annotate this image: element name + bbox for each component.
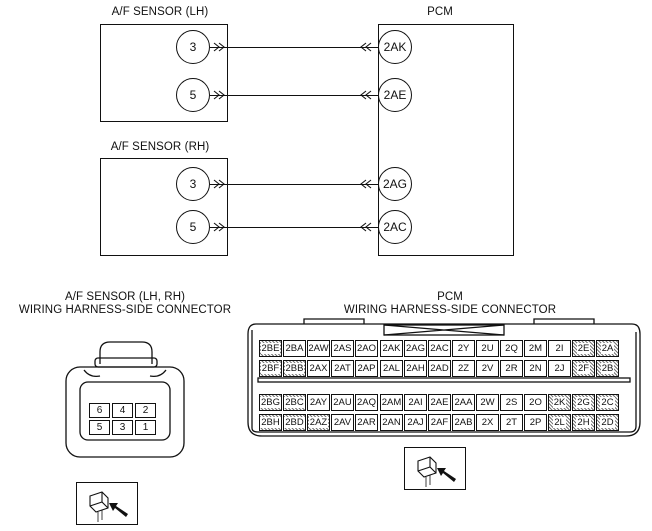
- pcm-pin-2y: 2Y: [452, 340, 475, 357]
- pcm-pin-2aw: 2AW: [307, 340, 330, 357]
- pcm-pin-2ae: 2AE: [428, 394, 451, 411]
- pcm-pin-2af: 2AF: [428, 414, 451, 431]
- wire-connector-marks: [213, 42, 372, 232]
- wire-rh3-2ag: [210, 184, 378, 185]
- rh-pin-3: 3: [176, 167, 210, 201]
- pcm-pin-2j: 2J: [548, 360, 571, 377]
- pcm-connector-title-1: PCM: [437, 291, 463, 303]
- pcm-pin-2az: 2AZ: [307, 414, 330, 431]
- pcm-pin-2ac: 2AC: [378, 210, 412, 244]
- pcm-pin-2ad: 2AD: [428, 360, 451, 377]
- pcm-pin-2bb: 2BB: [283, 360, 306, 377]
- pcm-pin-2ah: 2AH: [404, 360, 427, 377]
- pcm-pin-2aj: 2AJ: [404, 414, 427, 431]
- pcm-pin-2bf: 2BF: [259, 360, 282, 377]
- pcm-pin-2c: 2C: [596, 394, 619, 411]
- pcm-connector-body: [247, 318, 641, 437]
- wire-rh5-2ac: [210, 227, 378, 228]
- pcm-pin-2i: 2I: [548, 340, 571, 357]
- pcm-pin-2al: 2AL: [380, 360, 403, 377]
- pcm-pin-2ae: 2AE: [378, 78, 412, 112]
- pcm-pin-2as: 2AS: [331, 340, 354, 357]
- pcm-pin-2r: 2R: [500, 360, 523, 377]
- pcm-pin-2aa: 2AA: [452, 394, 475, 411]
- pcm-pin-2ag: 2AG: [378, 167, 412, 201]
- pcm-pin-2ak: 2AK: [380, 340, 403, 357]
- pcm-pin-2x: 2X: [476, 414, 499, 431]
- pcm-pin-2ac: 2AC: [428, 340, 451, 357]
- sensor-pin-6: 6: [89, 403, 110, 418]
- pcm-pin-2ax: 2AX: [307, 360, 330, 377]
- pcm-pin-2m: 2M: [524, 340, 547, 357]
- pcm-connector-title-2: WIRING HARNESS-SIDE CONNECTOR: [343, 304, 557, 316]
- pcm-pin-2ap: 2AP: [355, 360, 378, 377]
- pcm-pin-2an: 2AN: [380, 414, 403, 431]
- pcm-pin-2w: 2W: [476, 394, 499, 411]
- rh-sensor-title: A/F SENSOR (RH): [110, 141, 210, 153]
- pcm-pin-2be: 2BE: [259, 340, 282, 357]
- sensor-pin-5: 5: [89, 420, 110, 435]
- pcm-title: PCM: [427, 6, 453, 18]
- sensor-pin-4: 4: [112, 403, 133, 418]
- sensor-pin-2: 2: [135, 403, 156, 418]
- wire-lh3-2ak: [210, 47, 378, 48]
- pcm-pin-2ao: 2AO: [355, 340, 378, 357]
- pcm-pin-2ay: 2AY: [307, 394, 330, 411]
- pcm-pin-2au: 2AU: [331, 394, 354, 411]
- pcm-pin-2h: 2H: [572, 414, 595, 431]
- pcm-pin-2v: 2V: [476, 360, 499, 377]
- pcm-pin-2s: 2S: [500, 394, 523, 411]
- pcm-pin-2o: 2O: [524, 394, 547, 411]
- pcm-pin-2bh: 2BH: [259, 414, 282, 431]
- sensor-connector-title-2: WIRING HARNESS-SIDE CONNECTOR: [18, 304, 232, 316]
- pcm-pin-2bd: 2BD: [283, 414, 306, 431]
- pcm-pin-2am: 2AM: [380, 394, 403, 411]
- sensor-connector-view-icon: [76, 482, 138, 525]
- lh-pin-5: 5: [176, 78, 210, 112]
- pcm-pin-2ar: 2AR: [355, 414, 378, 431]
- pcm-pin-2n: 2N: [524, 360, 547, 377]
- pcm-pin-2ab: 2AB: [452, 414, 475, 431]
- pcm-pin-2at: 2AT: [331, 360, 354, 377]
- pcm-pin-2q: 2Q: [500, 340, 523, 357]
- rh-pin-5: 5: [176, 210, 210, 244]
- sensor-connector-body: [65, 341, 185, 458]
- pcm-pin-2p: 2P: [524, 414, 547, 431]
- lh-sensor-title: A/F SENSOR (LH): [111, 6, 209, 18]
- pcm-pin-2bg: 2BG: [259, 394, 282, 411]
- pcm-pin-2e: 2E: [572, 340, 595, 357]
- pcm-pin-2av: 2AV: [331, 414, 354, 431]
- sensor-pin-3: 3: [112, 420, 133, 435]
- sensor-pin-1: 1: [135, 420, 156, 435]
- pcm-pin-2ag: 2AG: [404, 340, 427, 357]
- pcm-pin-2bc: 2BC: [283, 394, 306, 411]
- pcm-pin-2d: 2D: [596, 414, 619, 431]
- pcm-pin-2l: 2L: [548, 414, 571, 431]
- pcm-pin-2t: 2T: [500, 414, 523, 431]
- pcm-pin-2a: 2A: [596, 340, 619, 357]
- pcm-pin-2k: 2K: [548, 394, 571, 411]
- pcm-pin-2f: 2F: [572, 360, 595, 377]
- pcm-pin-2ak: 2AK: [378, 30, 412, 64]
- pcm-pin-2aq: 2AQ: [355, 394, 378, 411]
- wire-lh5-2ae: [210, 95, 378, 96]
- lh-pin-3: 3: [176, 30, 210, 64]
- pcm-connector-view-icon: [404, 447, 466, 490]
- pcm-pin-2z: 2Z: [452, 360, 475, 377]
- pcm-pin-2ai: 2AI: [404, 394, 427, 411]
- pcm-pin-2ba: 2BA: [283, 340, 306, 357]
- pcm-pin-2g: 2G: [572, 394, 595, 411]
- pcm-pin-2u: 2U: [476, 340, 499, 357]
- sensor-connector-title-1: A/F SENSOR (LH, RH): [64, 291, 186, 303]
- pcm-pin-2b: 2B: [596, 360, 619, 377]
